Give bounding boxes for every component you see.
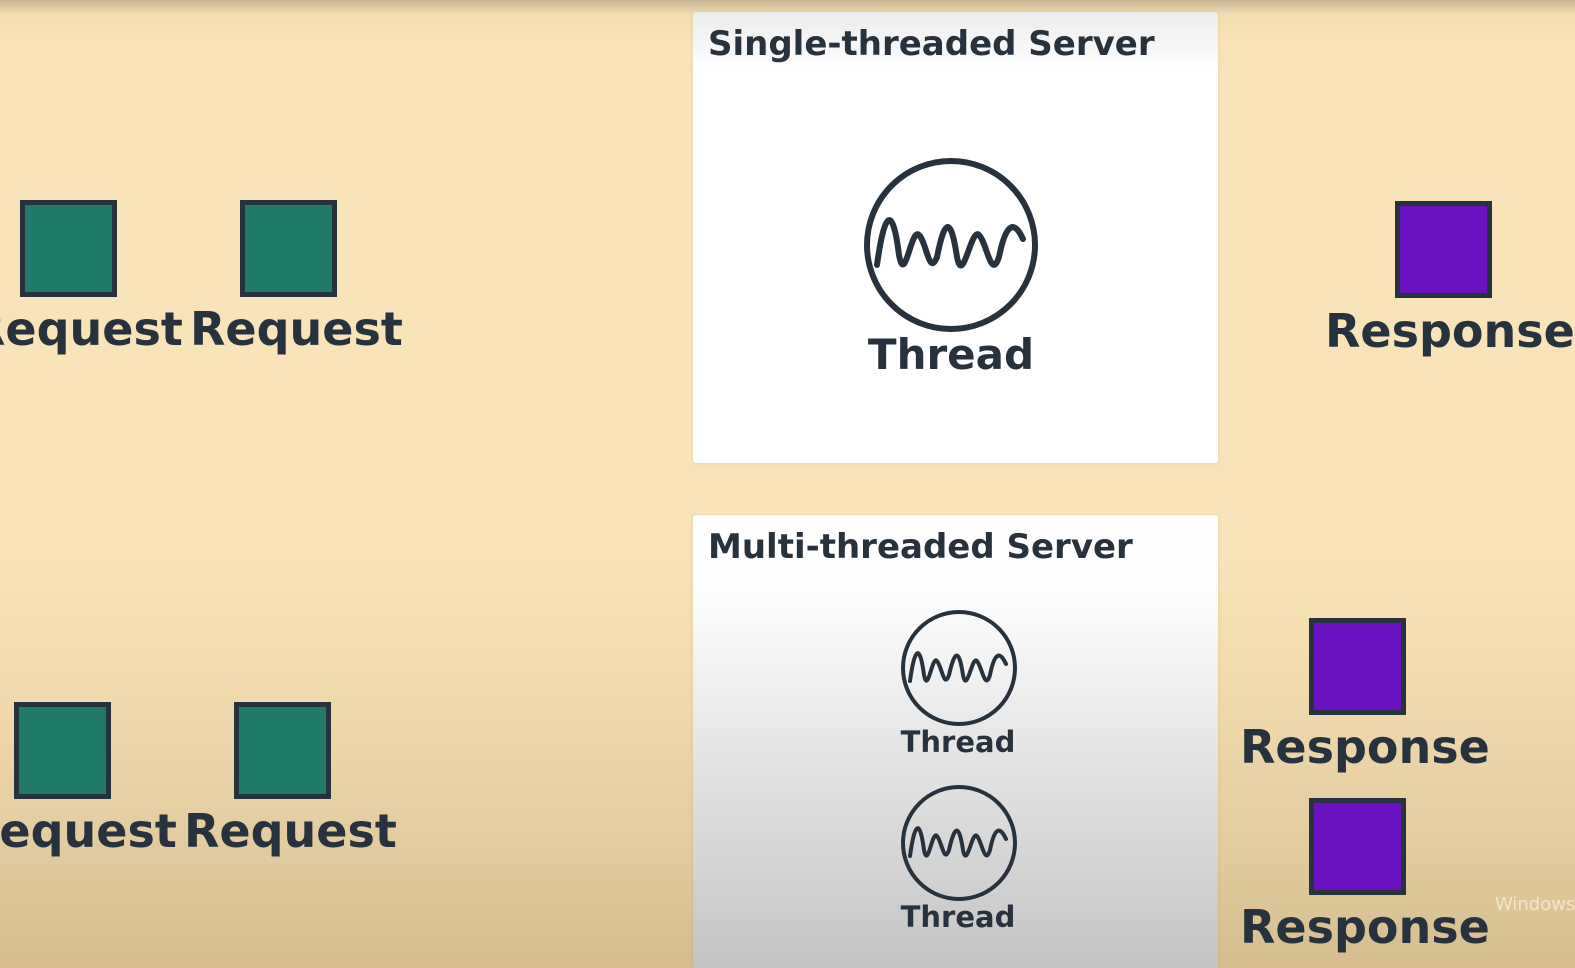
response-square-3 xyxy=(1309,798,1406,895)
response-label-2: Response xyxy=(1240,720,1490,774)
request-square-3 xyxy=(14,702,111,799)
thread-label: Thread xyxy=(900,900,1016,934)
response-label-1: Response xyxy=(1325,304,1575,358)
multi-threaded-server-box: Multi-threaded Server Thread Thread xyxy=(693,515,1218,968)
thread-icon xyxy=(864,158,1038,332)
single-threaded-server-box: Single-threaded Server Thread xyxy=(693,12,1218,463)
single-threaded-server-title: Single-threaded Server xyxy=(708,24,1155,64)
thread-label: Thread xyxy=(867,330,1035,379)
response-square-1 xyxy=(1395,201,1492,298)
thread-icon xyxy=(901,610,1017,726)
response-label-3: Response xyxy=(1240,900,1490,954)
request-square-1 xyxy=(20,200,117,297)
request-label-1: Request xyxy=(0,302,183,356)
thread-icon xyxy=(901,785,1017,901)
request-square-4 xyxy=(234,702,331,799)
multi-threaded-server-title: Multi-threaded Server xyxy=(708,527,1133,567)
watermark-text: Windows xyxy=(1495,894,1575,915)
thread-label: Thread xyxy=(900,725,1016,759)
request-label-2: Request xyxy=(190,302,403,356)
request-label-3: Request xyxy=(0,804,177,858)
response-square-2 xyxy=(1309,618,1406,715)
request-square-2 xyxy=(240,200,337,297)
request-label-4: Request xyxy=(184,804,397,858)
